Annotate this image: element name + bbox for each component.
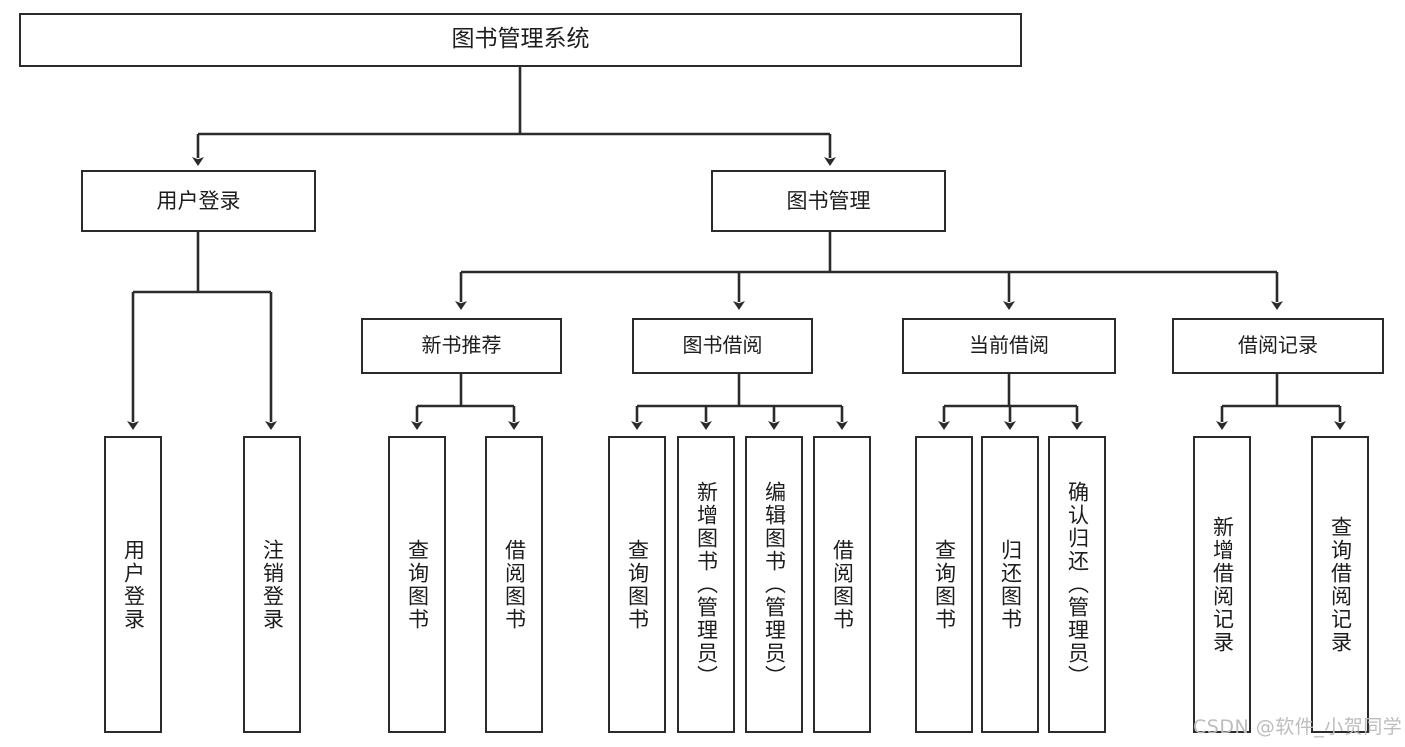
leaf-query-book-current[interactable]: 查询图书 [915,436,973,733]
leaf-query-borrow-record[interactable]: 查询借阅记录 [1311,436,1369,733]
node-current-borrow[interactable]: 当前借阅 [902,318,1116,374]
node-label: 注销登录 [260,538,285,631]
node-new-book-recommend[interactable]: 新书推荐 [361,318,562,374]
node-label: 编辑图书（管理员） [762,481,787,688]
node-label: 图书管理 [786,188,871,213]
node-label: 新书推荐 [421,333,502,358]
node-book-borrow[interactable]: 图书借阅 [632,318,813,374]
node-label: 用户登录 [156,188,241,213]
leaf-logout[interactable]: 注销登录 [243,436,301,733]
node-label: 借阅图书 [502,538,527,631]
leaf-borrow-book-recommend[interactable]: 借阅图书 [485,436,543,733]
leaf-user-login[interactable]: 用户登录 [104,436,162,733]
leaf-return-book[interactable]: 归还图书 [981,436,1039,733]
leaf-query-book-borrow[interactable]: 查询图书 [608,436,666,733]
node-label: 新增借阅记录 [1210,515,1235,654]
csdn-watermark: CSDN @软件_小贺同学 [1193,716,1403,738]
node-label: 新增图书（管理员） [694,481,719,688]
leaf-edit-book-admin[interactable]: 编辑图书（管理员） [745,436,803,733]
node-book-management[interactable]: 图书管理 [711,170,946,232]
node-borrow-record[interactable]: 借阅记录 [1172,318,1384,374]
leaf-add-borrow-record[interactable]: 新增借阅记录 [1193,436,1251,733]
leaf-query-book-recommend[interactable]: 查询图书 [388,436,446,733]
node-label: 查询图书 [625,538,650,631]
node-label: 图书借阅 [682,333,763,358]
node-label: 图书管理系统 [451,26,590,53]
node-label: 用户登录 [121,538,146,631]
node-label: 查询借阅记录 [1328,515,1353,654]
node-label: 确认归还（管理员） [1065,481,1090,688]
node-root-system[interactable]: 图书管理系统 [19,13,1022,67]
node-label: 归还图书 [998,538,1023,631]
node-label: 查询图书 [932,538,957,631]
node-label: 查询图书 [405,538,430,631]
node-user-login[interactable]: 用户登录 [81,170,316,232]
leaf-confirm-return-admin[interactable]: 确认归还（管理员） [1048,436,1106,733]
node-label: 借阅记录 [1238,333,1318,358]
node-label: 当前借阅 [969,333,1049,358]
node-label: 借阅图书 [830,538,855,631]
leaf-borrow-book[interactable]: 借阅图书 [813,436,871,733]
leaf-add-book-admin[interactable]: 新增图书（管理员） [677,436,735,733]
